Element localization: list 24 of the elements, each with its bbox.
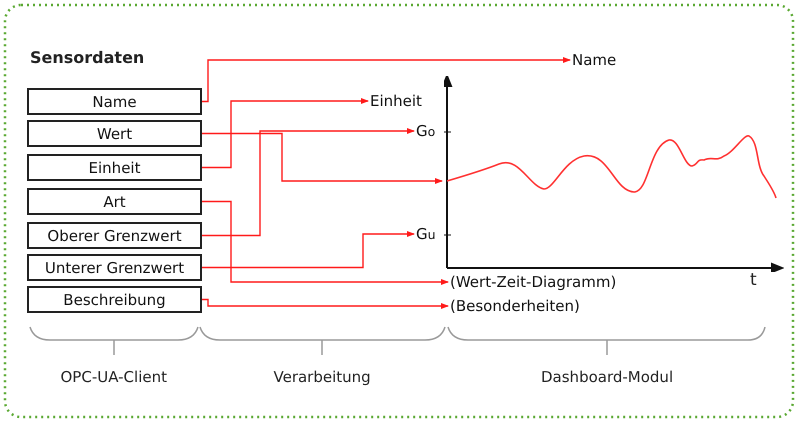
target-label: Name [572, 48, 652, 72]
connector-arrow [202, 200, 449, 285]
target-label: (Wert-Zeit-Diagramm) [450, 272, 650, 292]
connector-arrow [202, 298, 449, 309]
data-field-box: Wert [27, 120, 202, 147]
section-label: Dashboard-Modul [541, 368, 674, 386]
section-label: Verarbeitung [274, 368, 371, 386]
connector-arrow [202, 57, 571, 102]
data-field-box: Art [27, 188, 202, 215]
connector-arrow [202, 231, 415, 268]
connector-arrow [202, 128, 415, 236]
data-field-box: Oberer Grenzwert [27, 222, 202, 249]
data-field-box: Einheit [27, 154, 202, 181]
data-field-box: Unterer Grenzwert [27, 254, 202, 281]
section-label: OPC-UA-Client [60, 368, 167, 386]
axis-label: t [750, 270, 757, 290]
target-label: (Besonderheiten) [450, 296, 610, 316]
line-chart-drawing [444, 76, 784, 272]
connector-arrow [202, 132, 443, 184]
target-label: Einheit [370, 89, 440, 113]
data-field-box: Beschreibung [27, 286, 202, 313]
connector-arrow [202, 98, 369, 168]
section-heading: Sensordaten [30, 48, 144, 67]
data-field-box: Name [27, 88, 202, 115]
